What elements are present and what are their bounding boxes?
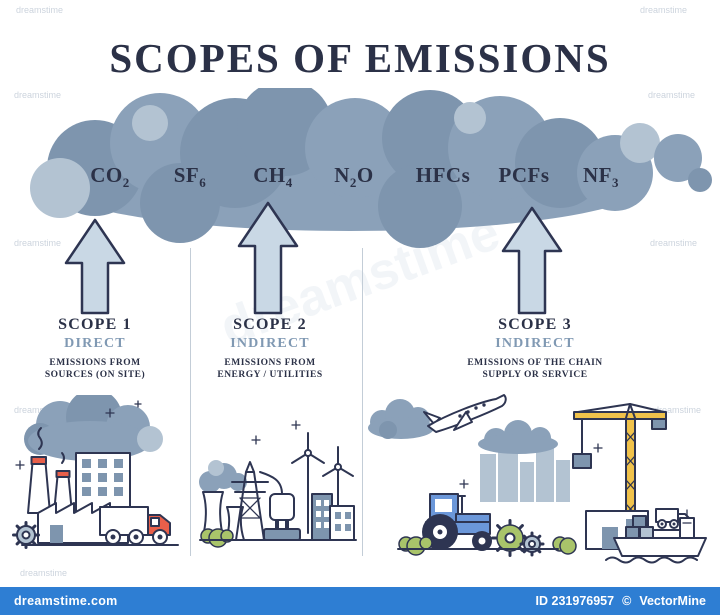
scope3-type: INDIRECT xyxy=(495,336,575,351)
plug-icon xyxy=(259,471,301,541)
scope3-label: SCOPE 3 xyxy=(498,316,572,333)
truck-window xyxy=(150,517,160,527)
scope2-label: SCOPE 2 xyxy=(233,316,307,333)
crane xyxy=(572,403,667,550)
counterweight xyxy=(651,418,667,430)
scope2-type: INDIRECT xyxy=(230,336,310,351)
smoke-cloud xyxy=(24,395,163,461)
scope1-type: DIRECT xyxy=(64,336,126,351)
footer-image-id: ID 231976957 xyxy=(535,594,615,608)
power-pylon xyxy=(231,461,269,541)
gas-label-co2: CO2 xyxy=(90,163,130,191)
sparkle xyxy=(459,443,603,489)
emission-arrows xyxy=(64,201,563,315)
waves xyxy=(605,556,698,564)
airplane xyxy=(423,394,507,433)
gas-label-sf6: SF6 xyxy=(173,163,207,191)
footer-bar: dreamstime.com ID 231976957 © VectorMine xyxy=(0,587,720,615)
sparkle xyxy=(15,400,142,470)
gas-label-hfcs: HFCs xyxy=(415,163,471,187)
buildings xyxy=(311,493,355,541)
scope2-illustration xyxy=(199,420,357,548)
cloud-blob-right xyxy=(654,134,702,182)
watermark: dreamstime xyxy=(16,5,64,15)
page-title: SCOPES OF EMISSIONS xyxy=(109,35,611,81)
divider-scope2-scope3 xyxy=(362,248,363,556)
tractor xyxy=(422,493,492,551)
cooling-towers xyxy=(199,460,247,541)
arrow-scope3 xyxy=(501,206,563,315)
gas-label-ch4: CH4 xyxy=(253,163,293,191)
divider-scope1-scope2 xyxy=(190,248,191,556)
bush xyxy=(398,536,577,556)
scope1-label: SCOPE 1 xyxy=(58,316,132,333)
gas-labels: CO2 SF6 CH4 N2O HFCs PCFs NF3 xyxy=(0,163,720,193)
arrow-scope2 xyxy=(237,201,299,315)
gas-label-nf3: NF3 xyxy=(583,163,619,191)
watermark: dreamstime xyxy=(640,5,688,15)
gas-label-n2o: N2O xyxy=(334,163,374,191)
skyline xyxy=(478,420,570,502)
contrail-cloud xyxy=(368,399,434,439)
scope1-illustration xyxy=(12,395,179,549)
crane-load xyxy=(572,453,592,469)
factory-door xyxy=(50,525,63,543)
gas-label-pcfs: PCFs xyxy=(498,163,550,187)
watermark: dreamstime xyxy=(20,568,68,578)
gear-icon xyxy=(12,521,40,549)
cargo-ship xyxy=(605,509,707,564)
sparkle xyxy=(251,420,301,445)
bush xyxy=(200,528,234,548)
arrow-scope1 xyxy=(64,218,126,315)
footer-brand: VectorMine xyxy=(639,594,706,608)
copyright-icon: © xyxy=(622,594,632,608)
chimney xyxy=(27,456,51,514)
emissions-cloud xyxy=(30,88,712,248)
footer-site: dreamstime.com xyxy=(14,594,118,608)
truck xyxy=(99,506,171,545)
scope3-illustration xyxy=(368,394,707,564)
gears xyxy=(491,519,545,557)
factory xyxy=(27,427,131,544)
